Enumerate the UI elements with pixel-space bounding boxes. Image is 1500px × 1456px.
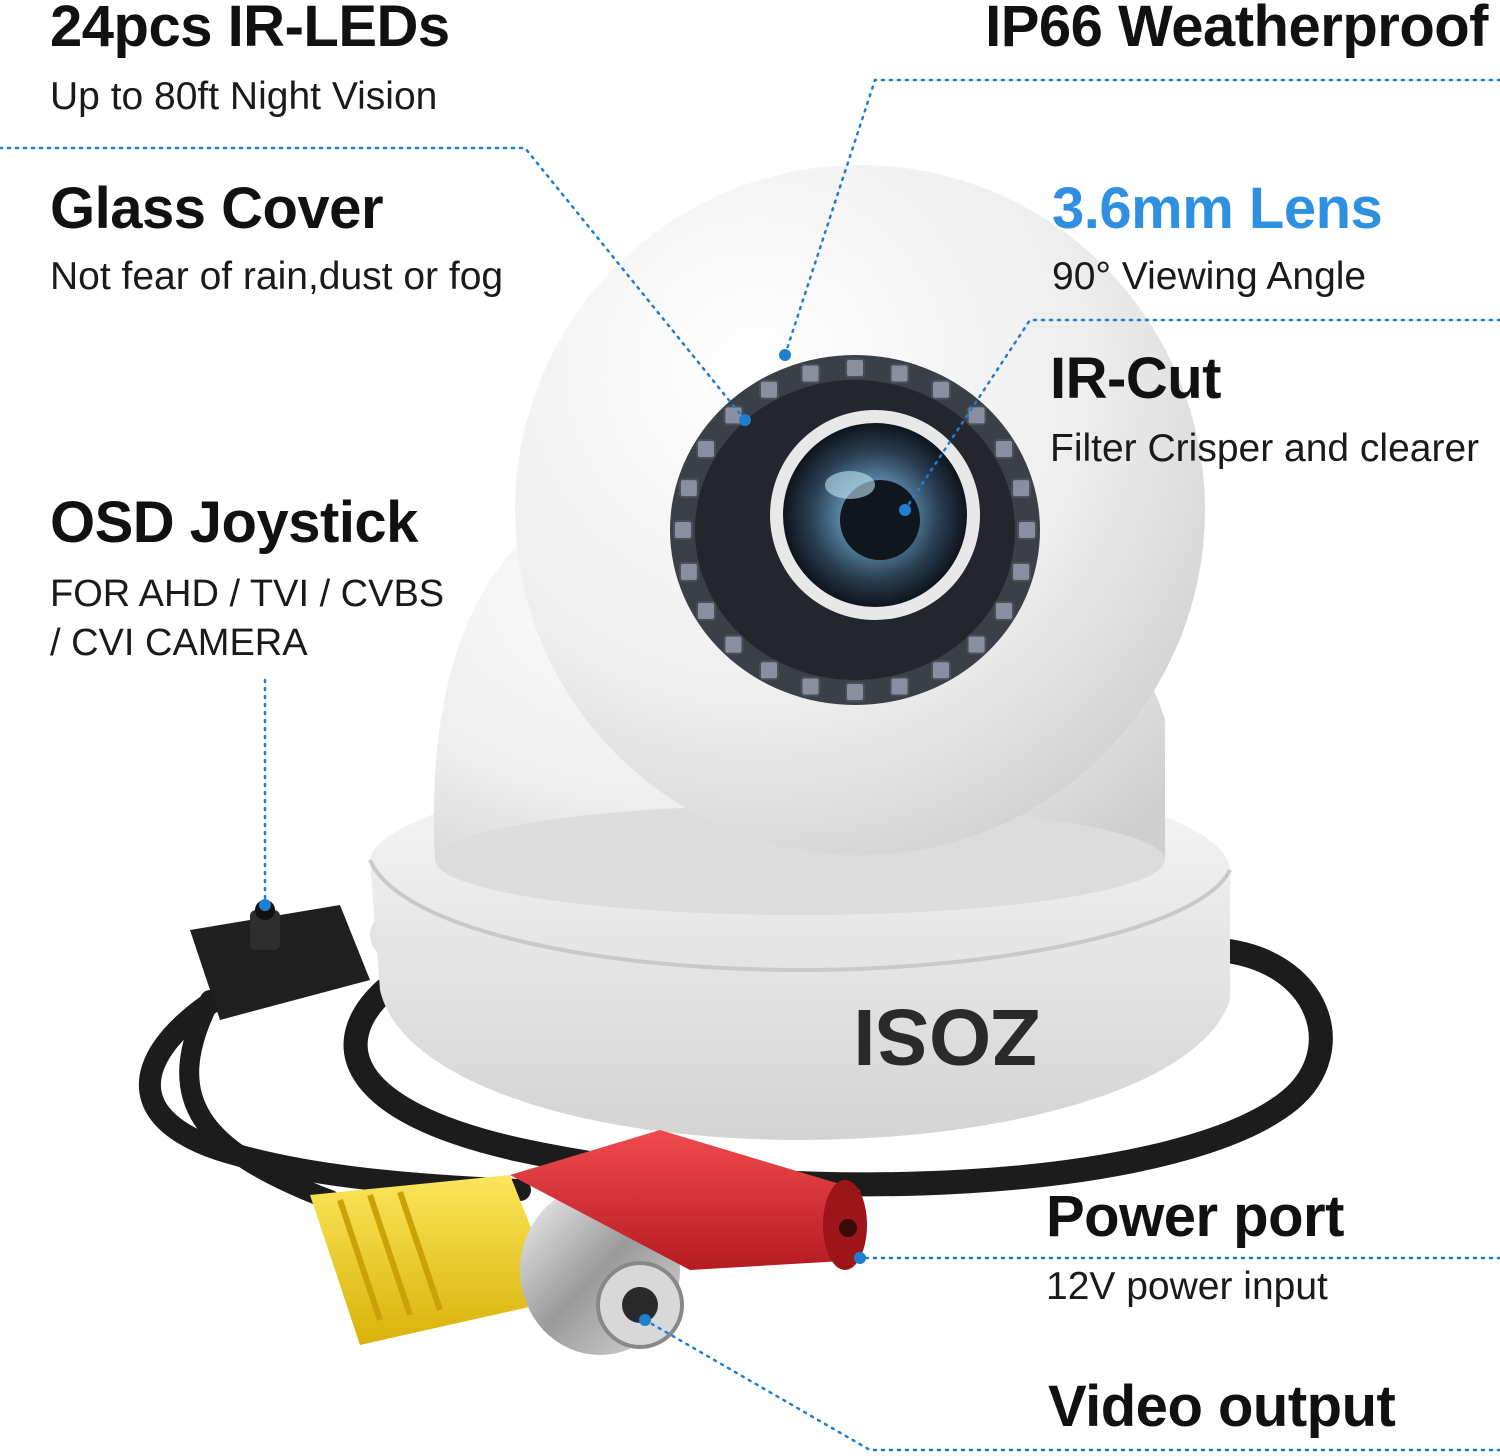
ir-led bbox=[759, 379, 779, 400]
feature-subtitle: Up to 80ft Night Vision bbox=[50, 75, 438, 118]
ir-led bbox=[845, 358, 865, 378]
feature-video-output: Video output bbox=[1048, 1374, 1396, 1439]
ir-led-ring bbox=[673, 358, 1037, 702]
ir-led bbox=[673, 520, 693, 540]
feature-subtitle-line2: / CVI CAMERA bbox=[50, 622, 308, 665]
ir-led bbox=[800, 363, 821, 384]
brand-mark: ZOSI bbox=[853, 993, 1040, 1082]
leader-lines bbox=[0, 78, 1500, 1452]
feature-title: IP66 Weatherproof bbox=[985, 0, 1488, 59]
ir-led bbox=[678, 561, 699, 582]
feature-ir-leds: 24pcs IR-LEDs Up to 80ft Night Vision bbox=[50, 0, 450, 123]
ir-led bbox=[931, 660, 951, 681]
feature-ir-cut: IR-Cut Filter Crisper and clearer bbox=[1050, 350, 1479, 475]
ir-led bbox=[845, 682, 865, 702]
osd-joystick-icon bbox=[190, 900, 370, 1020]
feature-subtitle: 12V power input bbox=[1046, 1265, 1328, 1308]
feature-subtitle: 90° Viewing Angle bbox=[1052, 255, 1367, 298]
ir-led bbox=[889, 363, 910, 384]
feature-subtitle-line1: FOR AHD / TVI / CVBS bbox=[50, 573, 445, 615]
feature-osd-joystick: OSD Joystick FOR AHD / TVI / CVBS / CVI … bbox=[50, 494, 444, 669]
leader-endpoints bbox=[259, 349, 911, 1326]
ir-led bbox=[723, 634, 744, 655]
feature-title: Video output bbox=[1048, 1374, 1396, 1439]
ir-led bbox=[696, 439, 716, 459]
feature-glass-cover: Glass Cover Not fear of rain,dust or fog bbox=[50, 180, 503, 303]
feature-weatherproof: IP66 Weatherproof bbox=[985, 0, 1488, 56]
feature-power-port: Power port 12V power input bbox=[1046, 1188, 1344, 1313]
ir-led bbox=[678, 478, 699, 499]
ir-led bbox=[1011, 478, 1032, 499]
dc-power-connector-icon bbox=[510, 1130, 867, 1270]
ir-led bbox=[1017, 520, 1037, 540]
feature-title: 24pcs IR-LEDs bbox=[50, 0, 450, 59]
ir-led bbox=[994, 439, 1014, 459]
bnc-connector-icon bbox=[310, 1175, 684, 1355]
ir-led bbox=[889, 676, 910, 697]
feature-title: Glass Cover bbox=[50, 176, 384, 241]
feature-lens: 3.6mm Lens 90° Viewing Angle bbox=[1052, 176, 1383, 303]
ir-led bbox=[800, 676, 821, 697]
dome-camera-image bbox=[515, 165, 1205, 855]
ir-led bbox=[966, 634, 987, 655]
feature-title: IR-Cut bbox=[1050, 346, 1221, 411]
feature-title: OSD Joystick bbox=[50, 490, 418, 555]
cable bbox=[138, 938, 1333, 1210]
ir-led bbox=[1011, 561, 1032, 582]
ir-led bbox=[696, 601, 716, 621]
ir-led bbox=[931, 379, 951, 400]
feature-subtitle: Not fear of rain,dust or fog bbox=[50, 255, 504, 298]
feature-title: Power port bbox=[1046, 1184, 1344, 1249]
feature-subtitle: Filter Crisper and clearer bbox=[1050, 427, 1480, 470]
feature-title: 3.6mm Lens bbox=[1052, 176, 1383, 241]
ir-led bbox=[994, 601, 1014, 621]
ir-led bbox=[759, 660, 779, 681]
